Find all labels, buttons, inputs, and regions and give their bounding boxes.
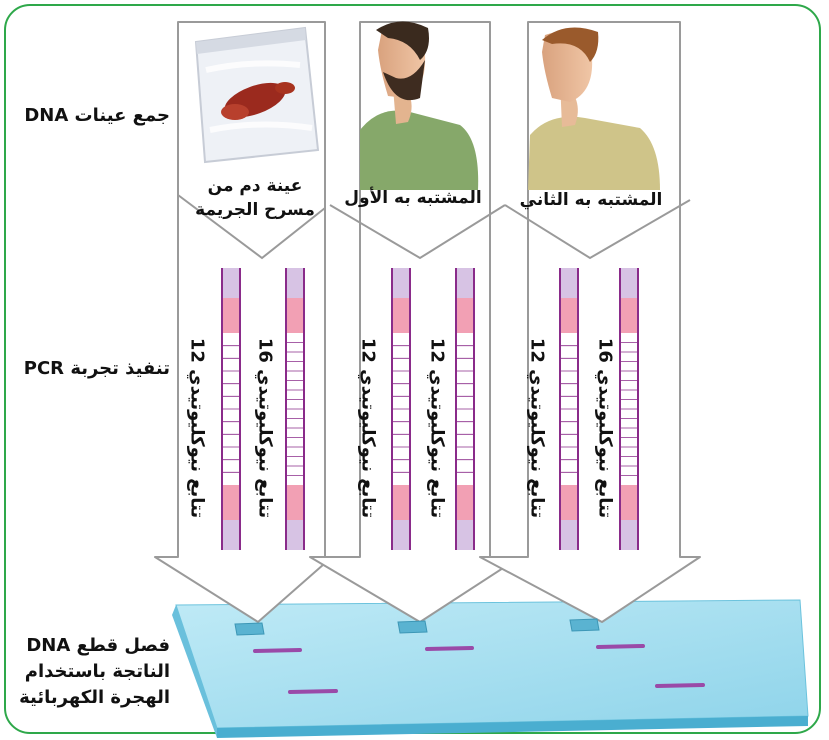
gel-bands (253, 644, 705, 694)
chevron-3 (504, 199, 691, 260)
step-separate-label-3: الهجرة الكهربائية (19, 687, 170, 708)
sample-suspect-1-label: المشتبه به الأول (344, 188, 482, 208)
band-suspect1-12 (425, 646, 474, 651)
seq-label-crime-1: 12 تتابع نيوكليوتيدي (186, 337, 208, 519)
dna-strand-1-0 (391, 268, 411, 550)
seq-label-s1-2: 12 تتابع نيوكليوتيدي (426, 337, 448, 519)
band-crime-16 (288, 689, 338, 694)
seq-label-s2-2: 16 تتابع نيوكليوتيدي (594, 337, 616, 519)
dna-strand-2-0 (559, 268, 579, 550)
band-suspect2-16 (655, 683, 705, 688)
suspect-2-image (528, 27, 660, 190)
blood-sample-bag-image (194, 26, 320, 164)
seq-label-crime-2: 16 تتابع نيوكليوتيدي (254, 337, 276, 519)
arrow-suspect-1 (309, 21, 521, 623)
gel-wells (234, 618, 600, 636)
seq-label-s1-1: 12 تتابع نيوكليوتيدي (357, 337, 379, 519)
dna-strand-0-0 (221, 268, 241, 550)
dna-strand-0-1 (285, 268, 305, 550)
electrophoresis-gel (172, 599, 809, 738)
band-suspect2-12 (596, 644, 645, 649)
step-collect-label: جمع عينات DNA (24, 105, 170, 126)
step-separate-label-1: فصل قطع DNA (26, 635, 170, 656)
arrow-suspect-2 (479, 21, 701, 623)
dna-strand-1-1 (455, 268, 475, 550)
chevron-2 (329, 204, 506, 260)
sample-suspect-2-label: المشتبه به الثاني (519, 190, 663, 210)
step-separate-label-2: الناتجة باستخدام (24, 661, 170, 682)
suspect-1-image (360, 21, 479, 190)
step-pcr-label: تنفيذ تجربة PCR (23, 358, 170, 379)
dna-strand-2-1 (619, 268, 639, 550)
chevron-1 (177, 194, 326, 260)
seq-label-s2-1: 12 تتابع نيوكليوتيدي (526, 337, 548, 519)
sample-crime-scene-label-1: عينة دم من (207, 176, 303, 196)
band-crime-12 (253, 648, 302, 653)
sample-crime-scene-label-2: مسرح الجريمة (195, 200, 315, 220)
